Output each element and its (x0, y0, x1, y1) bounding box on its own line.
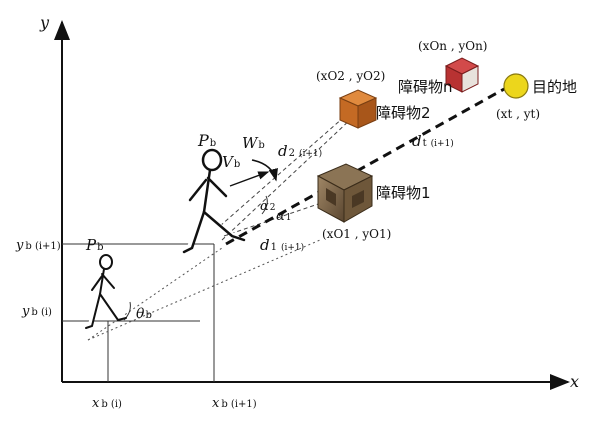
obstacle-n-name: 障碍物n (398, 78, 453, 96)
alpha-arc (261, 195, 268, 215)
obstacle-1-name: 障碍物1 (376, 184, 431, 202)
walker-start-label: Pb (85, 236, 104, 254)
start-heading-dotted (87, 247, 223, 341)
alpha2-label: α2 (260, 199, 276, 214)
dt-label: dt(i+1) (412, 132, 454, 150)
obstacle-2-coord: (xO2 , yO2) (316, 69, 385, 83)
obstacle-1-box (316, 163, 374, 223)
d2-label: d2(i+1) (278, 142, 322, 160)
heading-label: Vb (222, 153, 240, 171)
start-to-target-dotted (87, 239, 321, 341)
obstacle-2-name: 障碍物2 (376, 104, 431, 122)
obstacle-n-box (444, 57, 480, 93)
sight-line-obstacle-2 (219, 109, 353, 227)
sight-line-obstacle-1 (223, 199, 331, 237)
target-marker (503, 73, 529, 99)
angular-velocity-label: Wb (242, 134, 265, 152)
theta-label: θb (136, 306, 152, 322)
sight-line-target (225, 86, 507, 246)
obstacle-n-coord: (xOn , yOn) (418, 39, 488, 53)
walker-start-figure (85, 254, 127, 329)
heading-arrow (229, 171, 270, 187)
obstacle-1-coord: (xO1 , yO1) (322, 227, 391, 241)
obstacle-2-box (338, 89, 378, 129)
d1-label: d1(i+1) (260, 236, 304, 254)
alpha1-label: α1 (276, 209, 292, 224)
target-coord: (xt , yt) (496, 107, 540, 121)
sight-line-obstacle-2b (221, 117, 353, 241)
rotation-arrow (251, 159, 278, 182)
y-axis-label: y (39, 13, 50, 32)
walker-current-label: Pb (197, 131, 216, 150)
x-axis-label: x (570, 372, 579, 391)
target-name: 目的地 (532, 78, 577, 96)
walker-current-figure (182, 148, 246, 254)
